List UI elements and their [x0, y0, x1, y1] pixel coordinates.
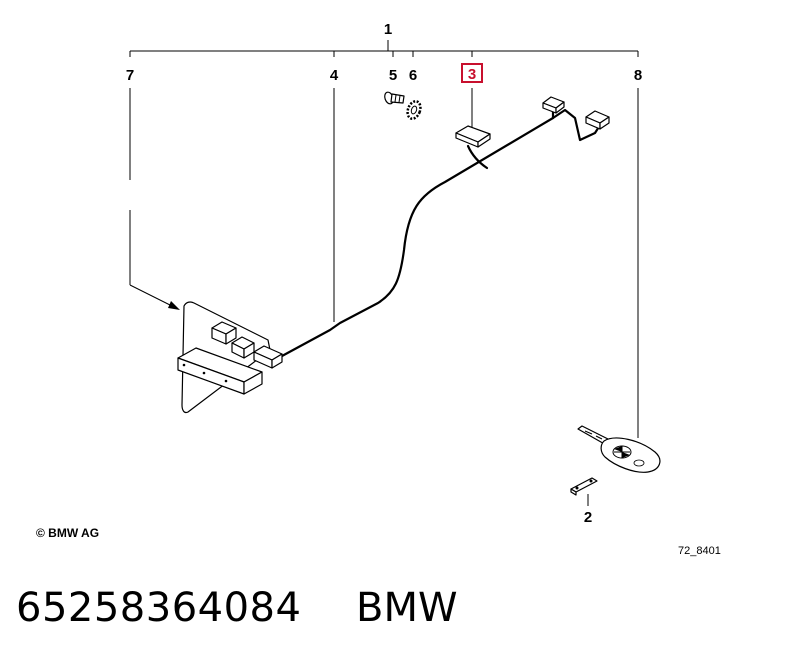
part-number: 65258364084: [16, 585, 302, 631]
connector-top-left: [542, 96, 565, 114]
connector-3: [455, 125, 491, 148]
washer-6: [406, 100, 422, 120]
wiring-branch-connector-3: [466, 144, 489, 170]
connector-top-right: [585, 110, 610, 130]
callout-1-bracket: [129, 40, 639, 57]
callout-4-label[interactable]: 4: [330, 67, 339, 84]
wiring-harness: [280, 108, 604, 358]
callout-5-label[interactable]: 5: [389, 67, 397, 84]
bolt-5: [384, 91, 405, 105]
control-unit-bracket-7: [177, 301, 283, 414]
key-8: [577, 425, 661, 473]
callout-1-label[interactable]: 1: [384, 21, 392, 38]
callout-3-label[interactable]: 3: [468, 66, 476, 83]
callout-2-label[interactable]: 2: [584, 509, 592, 526]
leader-lines: [129, 88, 639, 506]
callout-3-highlight-box: [461, 63, 483, 83]
callout-7-label[interactable]: 7: [126, 67, 134, 84]
copyright-notice: © BMW AG: [36, 526, 99, 540]
drawing-number: 72_8401: [678, 545, 721, 557]
callout-6-label[interactable]: 6: [409, 67, 417, 84]
key-tag-2: [570, 477, 598, 496]
callout-8-label[interactable]: 8: [634, 67, 642, 84]
brand-name: BMW: [356, 585, 458, 631]
